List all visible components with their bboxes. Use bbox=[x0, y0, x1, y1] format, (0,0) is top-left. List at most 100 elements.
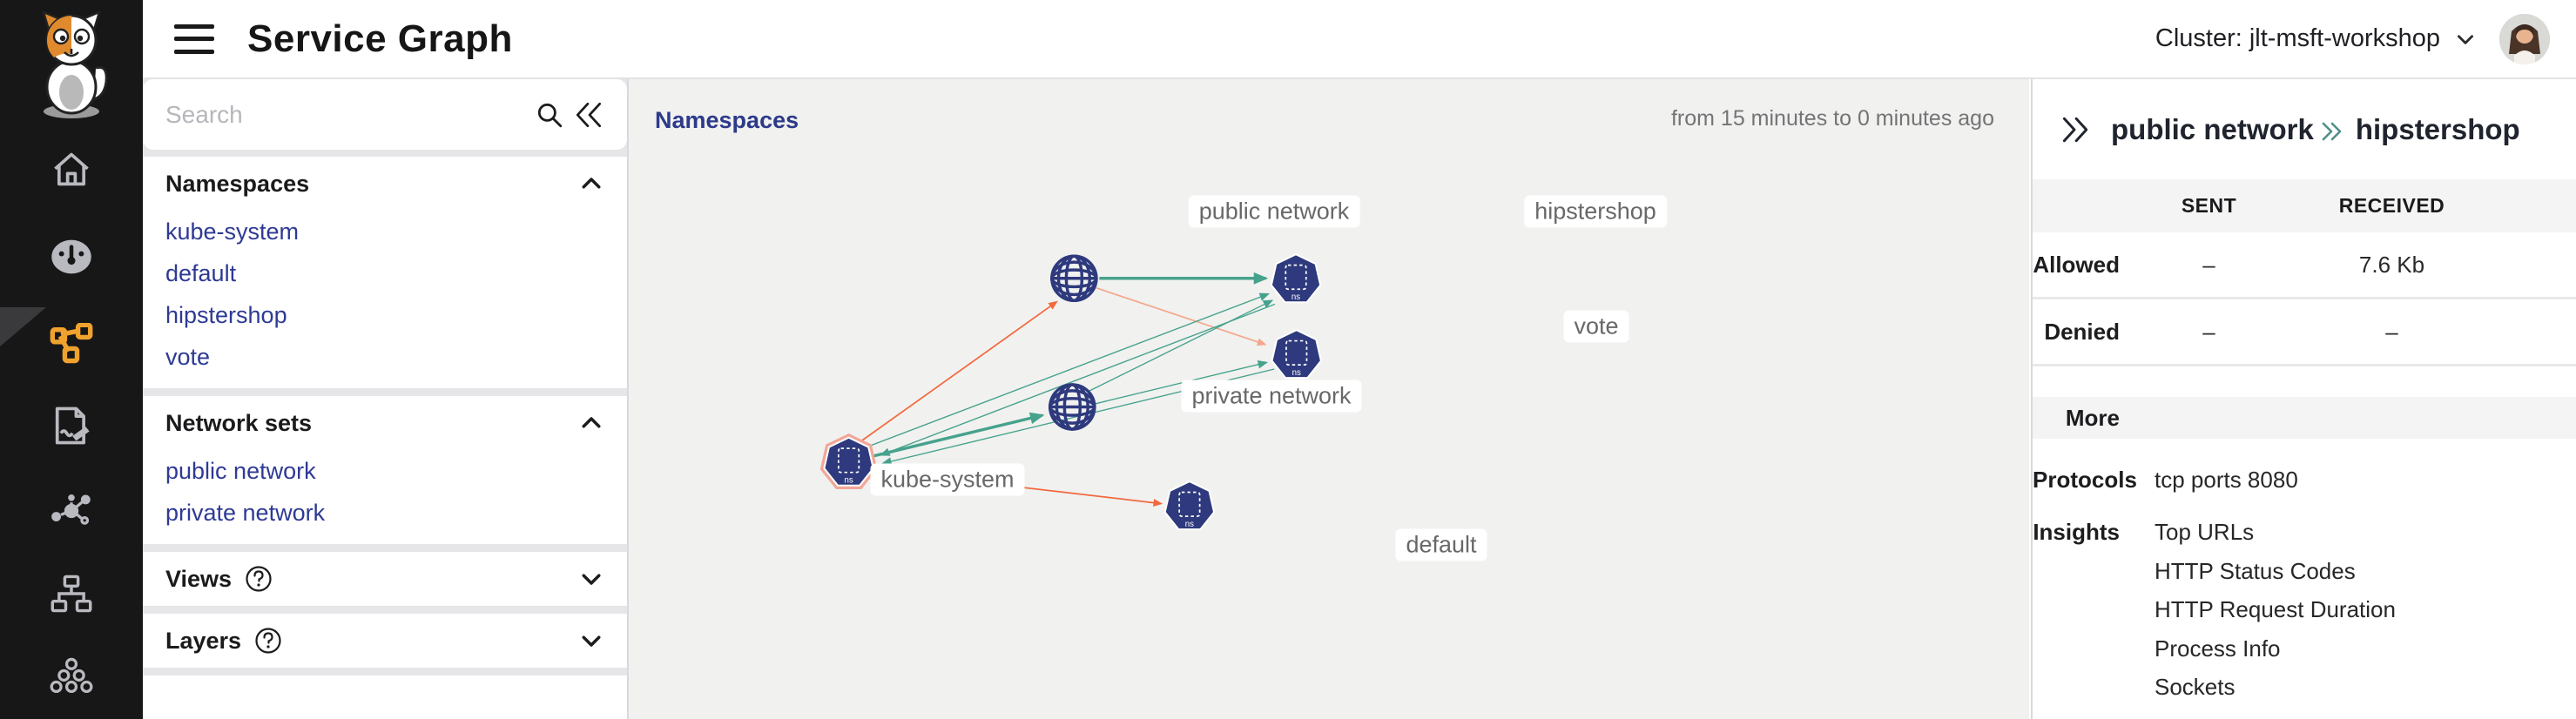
section-header[interactable]: Layers bbox=[165, 614, 604, 668]
graph-edge-kube-system-to-hipstershop[interactable] bbox=[867, 292, 1271, 447]
canvas-view-label: Namespaces bbox=[655, 107, 799, 133]
calico-cat-logo bbox=[26, 9, 117, 120]
more-label: More bbox=[2065, 404, 2120, 431]
section-title: Layers bbox=[165, 627, 242, 654]
source-node-name: public network bbox=[2111, 112, 2314, 145]
section-header[interactable]: Network sets bbox=[165, 396, 604, 450]
top-header: Service Graph Cluster: jlt-msft-workshop bbox=[143, 0, 2576, 79]
insight-item-process-info[interactable]: Process Info bbox=[2155, 635, 2281, 662]
sent-value: – bbox=[2202, 318, 2215, 345]
help-icon[interactable] bbox=[253, 626, 283, 655]
graph-edge-private-network-to-vote[interactable] bbox=[1094, 360, 1269, 405]
graph-node-kube-system[interactable]: ns bbox=[819, 433, 878, 489]
traffic-row-allowed: Allowed–7.6 Kb bbox=[2033, 232, 2576, 299]
panel-expand-handle[interactable] bbox=[0, 307, 46, 346]
graph-node-private-network[interactable] bbox=[1049, 383, 1096, 431]
row-label: Denied bbox=[2044, 318, 2120, 345]
section-header[interactable]: Views bbox=[165, 552, 604, 606]
graph-edge-kube-system-to-public-network[interactable] bbox=[861, 300, 1058, 441]
section-network-sets: Network sets public network private networ… bbox=[143, 396, 627, 544]
sidebar-item-hipstershop[interactable]: hipstershop bbox=[165, 301, 287, 328]
service-graph-icon[interactable] bbox=[48, 320, 95, 367]
collapse-panel-icon[interactable] bbox=[570, 95, 610, 135]
section-views: Views bbox=[143, 552, 627, 606]
insight-item-http-status-codes[interactable]: HTTP Status Codes bbox=[2155, 557, 2356, 584]
dest-node-name: hipstershop bbox=[2355, 112, 2520, 145]
node-label-private-network[interactable]: private network bbox=[1181, 380, 1362, 413]
node-label-public-network[interactable]: public network bbox=[1188, 195, 1360, 228]
insight-item-http-request-duration[interactable]: HTTP Request Duration bbox=[2155, 596, 2396, 622]
flow-direction-icon bbox=[2319, 120, 2345, 143]
sidebar-item-default[interactable]: default bbox=[165, 259, 237, 286]
chevron-down-icon[interactable] bbox=[578, 628, 604, 654]
section-items: public network private network bbox=[165, 450, 604, 544]
sidebar-item-private-network[interactable]: private network bbox=[165, 499, 326, 526]
double-chevron-right-icon[interactable] bbox=[2059, 115, 2090, 144]
chevron-up-icon[interactable] bbox=[578, 410, 604, 436]
insight-item-sockets[interactable]: Sockets bbox=[2155, 674, 2235, 700]
section-layers: Layers bbox=[143, 614, 627, 668]
sidebar-item-public-network[interactable]: public network bbox=[165, 457, 316, 484]
home-icon[interactable] bbox=[48, 146, 95, 193]
section-header[interactable]: Namespaces bbox=[165, 157, 604, 211]
row-label: Allowed bbox=[2033, 251, 2120, 278]
sent-column-header: SENT bbox=[2181, 194, 2237, 217]
svg-text:ns: ns bbox=[844, 475, 853, 485]
node-label-vote[interactable]: vote bbox=[1563, 310, 1629, 343]
insight-item-top-urls[interactable]: Top URLs bbox=[2155, 519, 2255, 545]
sidebar-item-vote[interactable]: vote bbox=[165, 343, 211, 370]
cluster-icon[interactable] bbox=[48, 653, 95, 700]
node-label-default[interactable]: default bbox=[1395, 528, 1487, 561]
dashboard-icon[interactable] bbox=[48, 233, 95, 280]
sidebar-item-kube-system[interactable]: kube-system bbox=[165, 218, 300, 245]
protocols-label: Protocols bbox=[2033, 467, 2137, 493]
svg-text:ns: ns bbox=[1291, 292, 1300, 302]
page-title: Service Graph bbox=[247, 17, 513, 60]
graph-edge-public-network-to-vote[interactable] bbox=[1096, 287, 1267, 346]
node-label-kube-system[interactable]: kube-system bbox=[870, 463, 1025, 496]
cluster-selector[interactable]: Cluster: jlt-msft-workshop bbox=[2155, 24, 2477, 53]
graph-node-vote[interactable]: ns bbox=[1271, 328, 1323, 380]
section-namespaces: Namespaces kube-system default hipstershop v… bbox=[143, 157, 627, 388]
chevron-down-icon bbox=[2458, 34, 2473, 44]
traffic-table-header: SENT RECEIVED bbox=[2033, 179, 2576, 232]
graph-node-public-network[interactable] bbox=[1050, 254, 1098, 303]
section-items: kube-system default hipstershop vote bbox=[165, 211, 604, 388]
search-icon[interactable] bbox=[529, 95, 570, 135]
protocols-row: Protocols tcp ports 8080 bbox=[2033, 439, 2576, 499]
tree-view-icon[interactable] bbox=[48, 570, 95, 617]
graph-node-hipstershop[interactable]: ns bbox=[1270, 253, 1322, 304]
search-input[interactable] bbox=[165, 100, 529, 129]
chevron-down-icon[interactable] bbox=[578, 566, 604, 592]
received-value: – bbox=[2385, 318, 2398, 345]
filter-sections: Namespaces kube-system default hipstershop v… bbox=[143, 157, 627, 675]
policies-icon[interactable] bbox=[48, 402, 95, 449]
app-rail bbox=[0, 0, 143, 719]
section-title: Views bbox=[165, 565, 233, 592]
chevron-up-icon[interactable] bbox=[578, 171, 604, 197]
graph-edge-hipstershop-to-kube-system[interactable] bbox=[880, 303, 1276, 456]
graph-edge-private-network-to-hipstershop[interactable] bbox=[1088, 299, 1274, 393]
section-title: Namespaces bbox=[165, 170, 310, 197]
panel-filler bbox=[143, 675, 627, 719]
protocols-value: tcp ports 8080 bbox=[2155, 467, 2298, 493]
help-icon[interactable] bbox=[244, 564, 273, 594]
graph-edge-kube-system-to-private-network[interactable] bbox=[872, 412, 1045, 458]
traffic-row-denied: Denied – – bbox=[2033, 299, 2576, 366]
flow-visualization-icon[interactable] bbox=[48, 487, 95, 534]
sent-value: – bbox=[2202, 251, 2215, 278]
edge-details-panel: public network hipstershop SENT RECEIVED… bbox=[2031, 79, 2576, 719]
insights-label: Insights bbox=[2033, 519, 2120, 545]
details-title: public network hipstershop bbox=[2033, 79, 2576, 179]
graph-node-default[interactable]: ns bbox=[1163, 480, 1216, 531]
user-avatar[interactable] bbox=[2499, 13, 2550, 64]
svg-text:ns: ns bbox=[1185, 520, 1194, 529]
node-label-hipstershop[interactable]: hipstershop bbox=[1524, 195, 1667, 228]
hamburger-menu-icon[interactable] bbox=[174, 24, 214, 54]
cluster-label: Cluster: jlt-msft-workshop bbox=[2155, 24, 2440, 52]
